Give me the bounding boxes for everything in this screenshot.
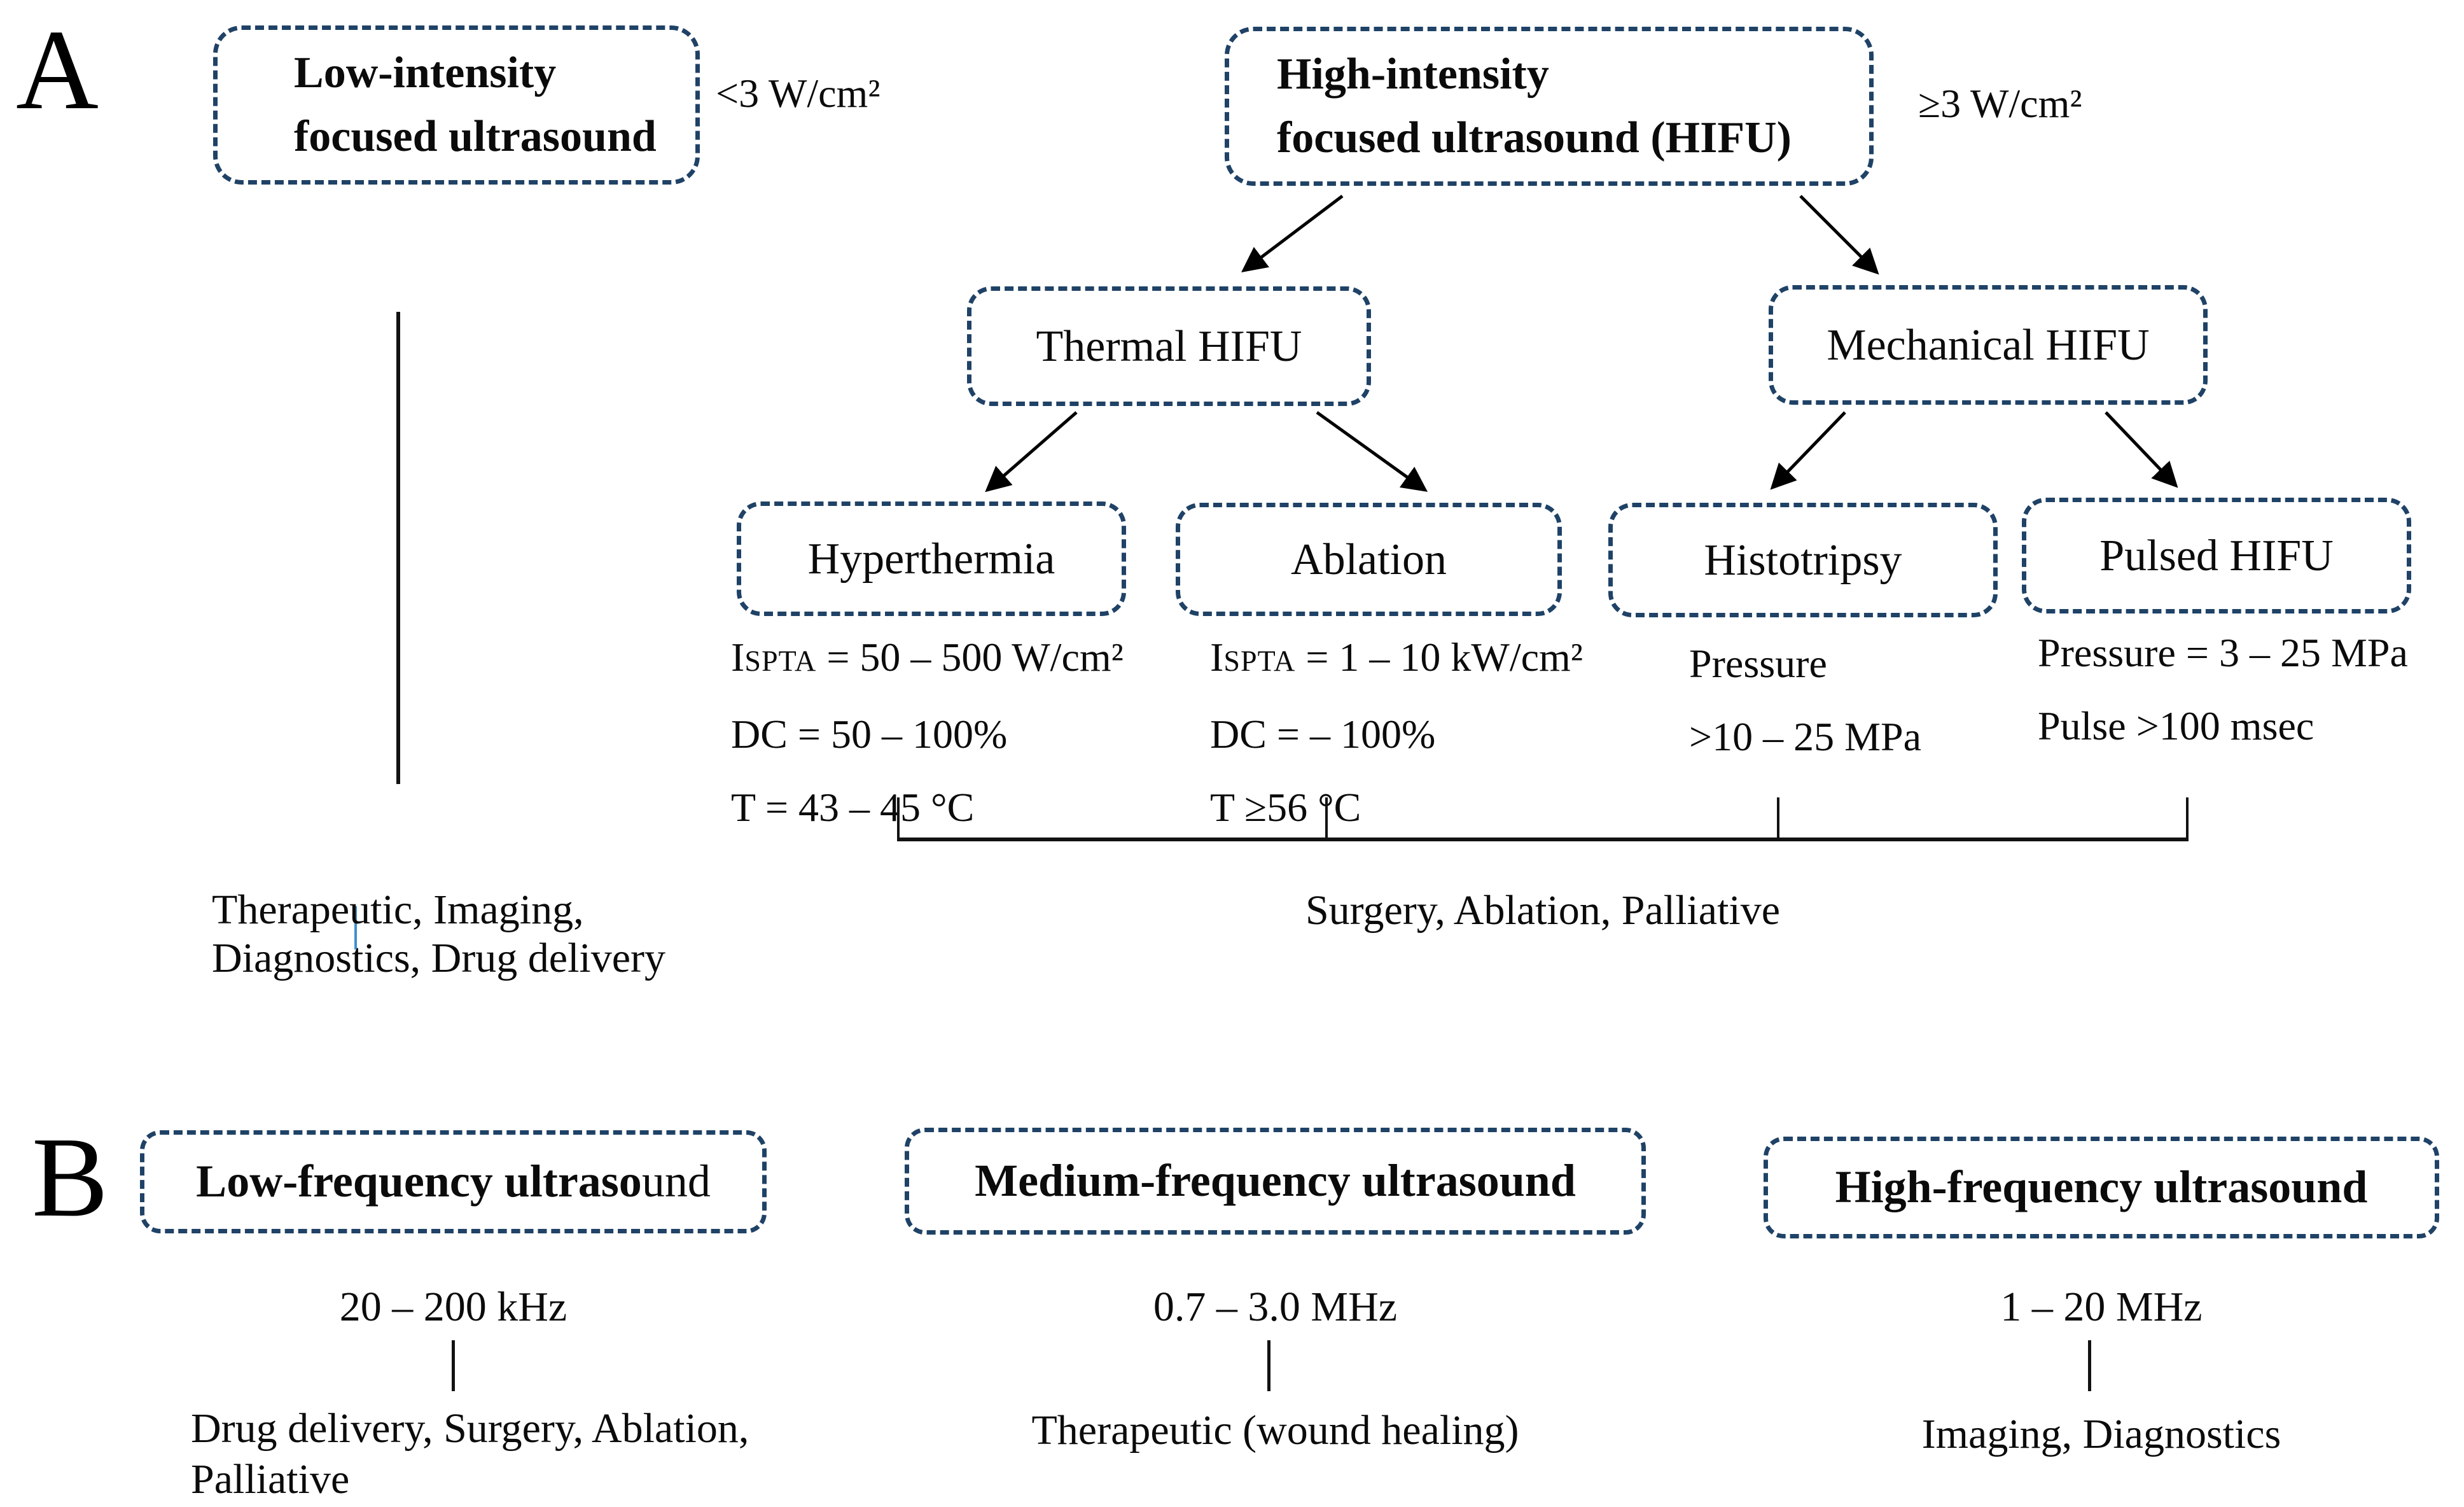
ablation-box: Ablation [1176,503,1562,616]
low-frequency-connector [452,1340,455,1391]
low-frequency-applications-line1: Drug delivery, Surgery, Ablation, [191,1405,749,1452]
arrow-thermal-to-hyperthermia [985,411,1078,493]
hifu-box-title: High-intensity focused ultrasound (HIFU) [1277,43,1869,170]
hyperthermia-ispta-line: ISPTA = 50 – 500 W/cm² [731,634,1124,680]
low-frequency-ultrasound-box: Low-frequency ultrasound [140,1130,767,1233]
arrow-mechanical-to-histotripsy [1770,411,1846,490]
medium-frequency-connector [1267,1340,1270,1391]
high-frequency-applications: Imaging, Diagnostics [1921,1411,2281,1457]
high-frequency-connector [2088,1340,2091,1391]
medium-frequency-applications: Therapeutic (wound healing) [1031,1407,1519,1454]
hifu-title-line2: focused ultrasound (HIFU) [1277,113,1792,162]
hyperthermia-box: Hyperthermia [737,501,1126,616]
arrow-hifu-to-mechanical [1799,195,1879,275]
arrow-hifu-to-thermal [1241,195,1344,273]
pulsed-hifu-title: Pulsed HIFU [2099,531,2334,580]
lifu-connector-line [396,312,400,784]
lifu-applications-line2: Diagnostics, Drug delivery [212,935,666,981]
low-frequency-title: Low-frequency ultrasound [196,1156,711,1207]
low-frequency-range: 20 – 200 kHz [339,1284,567,1330]
high-frequency-ultrasound-box: High-frequency ultrasound [1764,1137,2439,1238]
pulsed-hifu-box: Pulsed HIFU [2022,498,2411,613]
hyperthermia-title: Hyperthermia [807,534,1055,584]
lifu-applications-caption: Therapeutic, Imaging, Diagnostics, Drug … [212,886,665,983]
lifu-box-title: Low-intensity focused ultrasound [294,41,695,169]
pulsed-pressure-line: Pressure = 3 – 25 MPa [2038,630,2408,675]
arrow-mechanical-to-pulsed [2105,411,2178,488]
bracket-tick-pulsed [2186,797,2189,839]
medium-frequency-range: 0.7 – 3.0 MHz [1153,1284,1398,1330]
low-frequency-applications-line2: Palliative [191,1456,350,1503]
pulsed-pulse-line: Pulse >100 msec [2038,703,2314,748]
thermal-hifu-title: Thermal HIFU [1036,321,1302,371]
ablation-ispta-line: ISPTA = 1 – 10 kW/cm² [1210,634,1583,680]
medium-frequency-title: Medium-frequency ultrasound [975,1155,1576,1207]
thermal-hifu-box: Thermal HIFU [967,286,1371,406]
hifu-bracket-line [897,838,2189,841]
section-a-label: A [16,6,99,133]
ablation-dc-line: DC = – 100% [1210,711,1436,757]
high-intensity-threshold-annotation: ≥3 W/cm² [1918,81,2082,126]
medium-frequency-ultrasound-box: Medium-frequency ultrasound [905,1128,1646,1235]
lifu-title-line2: focused ultrasound [294,112,657,161]
hyperthermia-temperature-line: T = 43 – 45 °C [731,785,975,830]
ablation-temperature-line: T ≥56 °C [1210,785,1361,830]
lifu-applications-line1: Therapeutic, Imaging, [212,887,584,933]
histotripsy-title: Histotripsy [1704,535,1902,585]
ablation-parameters: ISPTA = 1 – 10 kW/cm² DC = – 100% T ≥56 … [1210,620,1583,844]
text-cursor-artifact [354,906,357,950]
low-intensity-threshold-annotation: <3 W/cm² [716,71,880,116]
mechanical-hifu-box: Mechanical HIFU [1769,285,2208,405]
low-intensity-ultrasound-box: Low-intensity focused ultrasound [213,25,700,185]
section-b-label: B [32,1114,109,1240]
bracket-tick-ablation [1325,797,1328,839]
low-frequency-applications: Drug delivery, Surgery, Ablation, Pallia… [191,1403,749,1505]
histotripsy-parameters: Pressure >10 – 25 MPa [1689,627,1921,773]
histotripsy-pressure-line2: >10 – 25 MPa [1689,714,1921,759]
hifu-title-line1: High-intensity [1277,50,1549,99]
histotripsy-pressure-line1: Pressure [1689,641,1827,686]
ablation-title: Ablation [1291,535,1447,584]
histotripsy-box: Histotripsy [1608,503,1998,617]
arrow-thermal-to-ablation [1316,410,1428,492]
hyperthermia-dc-line: DC = 50 – 100% [731,711,1008,757]
hyperthermia-parameters: ISPTA = 50 – 500 W/cm² DC = 50 – 100% T … [731,620,1124,844]
high-intensity-ultrasound-box: High-intensity focused ultrasound (HIFU) [1225,27,1874,186]
high-frequency-range: 1 – 20 MHz [2000,1284,2203,1330]
high-frequency-title: High-frequency ultrasound [1835,1161,2368,1213]
pulsed-hifu-parameters: Pressure = 3 – 25 MPa Pulse >100 msec [2038,616,2408,762]
lifu-title-line1: Low-intensity [294,48,557,97]
hifu-applications-caption: Surgery, Ablation, Palliative [1305,887,1781,934]
mechanical-hifu-title: Mechanical HIFU [1827,320,2150,370]
bracket-tick-hyperthermia [897,797,900,839]
bracket-tick-histotripsy [1777,797,1779,839]
